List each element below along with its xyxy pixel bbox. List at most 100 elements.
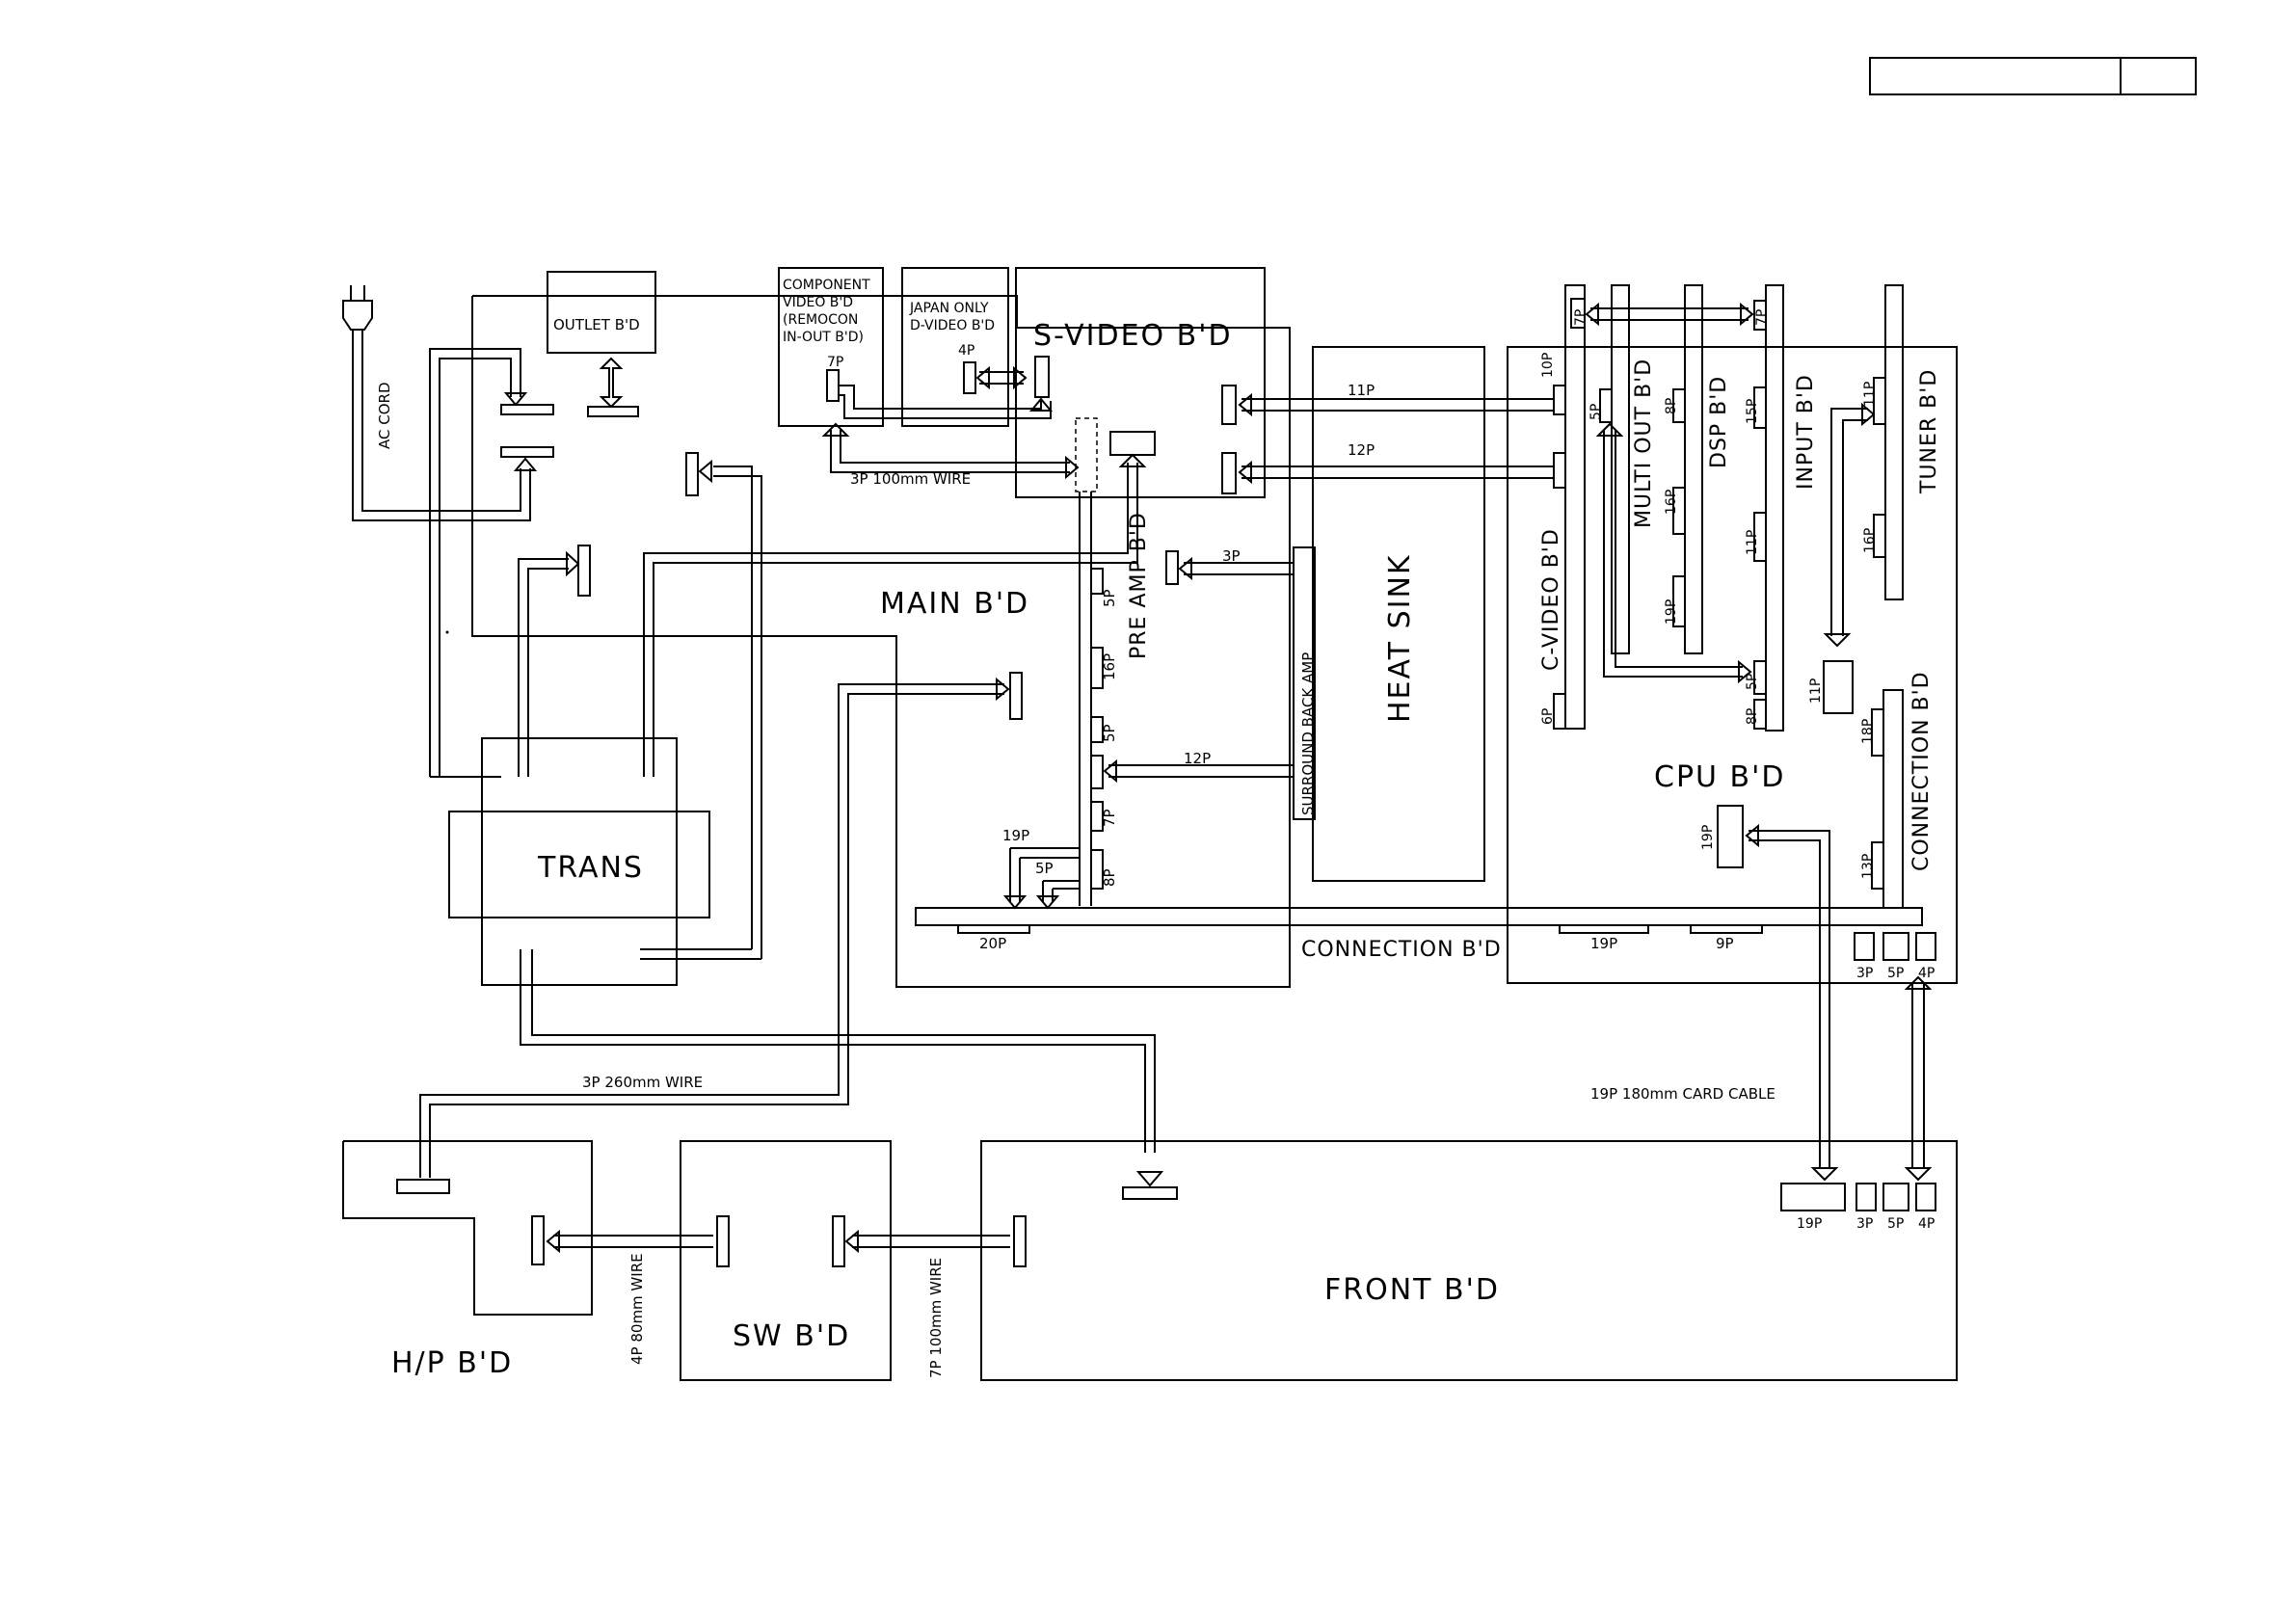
heat-sink [1312,346,1485,882]
cpu-5p-connector [1882,932,1909,961]
trans-wire-mid [518,558,569,777]
pin-12p-svideo: 12P [1348,441,1375,459]
wire-12p-preamp-arrow [1103,758,1117,784]
pin-9p-conn: 9P [1716,935,1734,952]
wire-19p-main-arrow [1002,895,1028,910]
pin-dsp-19p: 19P [1664,599,1679,625]
cpu-board-outline [1507,346,1958,984]
outlet-board-label: OUTLET B'D [553,316,640,333]
ac-cord-wire [352,330,531,521]
input-board [1765,284,1784,732]
svideo-3p-connector [1109,431,1156,456]
front-5p-connector [1882,1183,1909,1211]
japan-svideo-arrows [975,365,1028,390]
pin-front-4p: 4P [1918,1216,1935,1232]
pin-in-15p: 15P [1745,399,1760,424]
dsp-19p-connector [1672,575,1686,627]
pin-tun-16p: 16P [1862,528,1878,553]
dsp-8p-connector [1672,388,1686,423]
trans-outlet-arrow [503,392,528,407]
preamp-8p-connector [1090,849,1104,890]
main-board-label: MAIN B'D [880,587,1029,621]
svideo-12p-connector [1221,452,1237,494]
hp-side-connector [531,1215,545,1265]
component-video-label-1: COMPONENT [783,278,870,293]
main-arrow-b [698,459,712,484]
pin-pre-5p-b: 5P [1101,724,1118,742]
ac-cord-label: AC CORD [376,383,393,450]
wire-4p-80 [553,1235,713,1248]
preamp-dashed-link [1075,417,1098,492]
main-connector-c [1009,672,1023,720]
dsp-board [1684,284,1703,654]
main-arrow-a [566,550,580,577]
link-5p-input-arrows [1595,422,1752,684]
japan-only-label-2: D-VIDEO B'D [910,318,995,333]
pin-19p-conn: 19P [1590,935,1617,952]
wire-7p-100-label: 7P 100mm WIRE [927,1258,945,1378]
wire-12p [1241,466,1554,479]
pin-cpu-11p: 11P [1808,678,1824,704]
svideo-11p-connector [1221,385,1237,425]
pin-tun-11p: 11P [1862,382,1878,407]
comp-svideo-wire [839,385,1052,419]
main-arrow-c [996,677,1010,702]
in-8p-connector [1753,699,1767,730]
outlet-connector [587,406,639,417]
surround-back-amp-board [1293,546,1316,820]
pin-cpu-3p: 3P [1856,966,1873,981]
component-video-label-4: IN-OUT B'D) [783,330,864,345]
wire-4p-80-label: 4P 80mm WIRE [628,1253,646,1365]
sw-label: SW B'D [733,1319,850,1353]
pin-19p-main: 19P [1002,827,1029,844]
cpu-11p-connector [1823,660,1854,714]
dsp-16p-connector [1672,487,1686,535]
japan-only-board [901,267,1009,427]
trans-outlet-wire [429,348,521,777]
main-mark [445,630,449,634]
link-5p-input [1603,430,1743,678]
pin-dsp-16p: 16P [1664,490,1679,515]
wire-3p-surround-arrow [1178,556,1192,581]
pin-front-3p: 3P [1856,1216,1873,1232]
wire-3p-surround [1184,562,1294,575]
cpu-board-label: CPU B'D [1654,760,1785,794]
surround-3p-connector [1165,550,1179,585]
cpu-3p-connector [1854,932,1875,961]
in-7p-connector [1753,300,1767,331]
component-video-board [778,267,884,427]
in-11p-connector [1753,512,1767,562]
main-connector-b [685,452,699,496]
wire-12p-arrow [1238,460,1252,485]
link-tuner-cpu-arrows [1823,402,1876,648]
pin-in-8p: 8P [1745,708,1760,725]
c-video-label: C-VIDEO B'D [1539,528,1563,671]
preamp-7p-connector [1090,801,1104,832]
wire-7p-100-arrow [844,1229,859,1254]
wire-7p-100 [852,1235,1010,1248]
connection-board-strip [915,907,1923,926]
s-video-label: S-VIDEO B'D [1033,319,1233,353]
tuner-board [1884,284,1904,600]
front-3p-connector [1855,1183,1877,1211]
cv-6p-connector [1553,693,1566,730]
link-tuner-cpu [1830,408,1868,636]
pin-front-5p: 5P [1887,1216,1904,1232]
connection-right-board [1882,689,1904,909]
front-board [980,1140,1958,1381]
trans-housing [481,737,678,986]
outlet-link-arrow [599,357,624,409]
in-15p-connector [1753,386,1767,429]
outlet-board [547,271,656,354]
connection-bottom-label: CONNECTION B'D [1301,938,1502,962]
sw-left-connector [716,1215,730,1267]
preamp-12p-connector [1090,755,1104,789]
wire-5p-main [1042,880,1080,902]
wire-5p-front [1911,983,1925,1168]
wire-5p-front-arrows [1904,975,1933,1182]
conn-19p-connector [1559,924,1649,934]
pin-5p-main: 5P [1035,860,1054,877]
pin-3p-surround: 3P [1222,547,1241,565]
card-cable-label: 19P 180mm CARD CABLE [1590,1085,1775,1103]
